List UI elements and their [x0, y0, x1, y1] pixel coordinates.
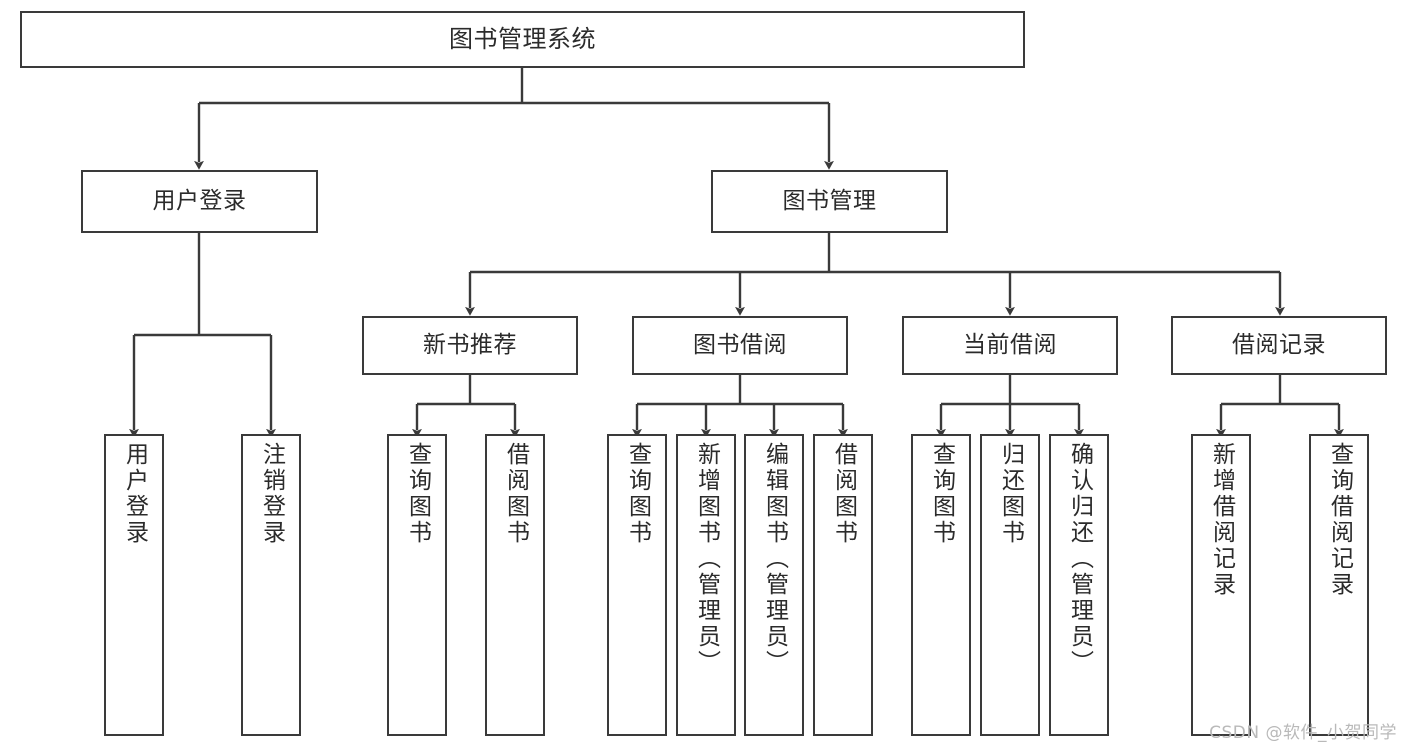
node-label: 借阅图书 — [502, 442, 529, 546]
node-root-book-management-system[interactable]: 图书管理系统 — [20, 11, 1025, 68]
node-label: 当前借阅 — [963, 331, 1057, 358]
node-label: 新增图书（管理员） — [693, 442, 720, 676]
node-label: 查询借阅记录 — [1326, 442, 1353, 598]
node-label: 查询图书 — [404, 442, 431, 546]
node-leaf-query-book-recommend[interactable]: 查询图书 — [387, 434, 447, 736]
node-leaf-confirm-return-admin[interactable]: 确认归还（管理员） — [1049, 434, 1109, 736]
node-leaf-logout-login[interactable]: 注销登录 — [241, 434, 301, 736]
node-leaf-borrow-book-borrow[interactable]: 借阅图书 — [813, 434, 873, 736]
node-leaf-query-book-borrow[interactable]: 查询图书 — [607, 434, 667, 736]
node-label: 图书借阅 — [693, 331, 787, 358]
node-label: 注销登录 — [258, 442, 285, 546]
node-new-book-recommend[interactable]: 新书推荐 — [362, 316, 578, 375]
node-label: 图书管理 — [782, 187, 877, 214]
node-label: 借阅图书 — [830, 442, 857, 546]
node-leaf-user-login[interactable]: 用户登录 — [104, 434, 164, 736]
node-leaf-add-book-admin[interactable]: 新增图书（管理员） — [676, 434, 736, 736]
node-label: 查询图书 — [624, 442, 651, 546]
node-label: 归还图书 — [997, 442, 1024, 546]
node-label: 查询图书 — [928, 442, 955, 546]
node-label: 编辑图书（管理员） — [761, 442, 788, 676]
node-leaf-borrow-book-recommend[interactable]: 借阅图书 — [485, 434, 545, 736]
node-current-borrow[interactable]: 当前借阅 — [902, 316, 1118, 375]
node-leaf-query-book-current[interactable]: 查询图书 — [911, 434, 971, 736]
node-label: 借阅记录 — [1232, 331, 1326, 358]
node-book-management[interactable]: 图书管理 — [711, 170, 948, 233]
node-book-borrow[interactable]: 图书借阅 — [632, 316, 848, 375]
node-label: 用户登录 — [152, 187, 247, 214]
node-label: 新增借阅记录 — [1208, 442, 1235, 598]
node-leaf-return-book[interactable]: 归还图书 — [980, 434, 1040, 736]
node-user-login[interactable]: 用户登录 — [81, 170, 318, 233]
csdn-watermark: CSDN @软件_小贺同学 — [1209, 723, 1397, 743]
node-leaf-add-borrow-record[interactable]: 新增借阅记录 — [1191, 434, 1251, 736]
node-leaf-query-borrow-record[interactable]: 查询借阅记录 — [1309, 434, 1369, 736]
node-label: 用户登录 — [121, 442, 148, 546]
node-label: 图书管理系统 — [449, 25, 596, 54]
node-borrow-record[interactable]: 借阅记录 — [1171, 316, 1387, 375]
node-leaf-edit-book-admin[interactable]: 编辑图书（管理员） — [744, 434, 804, 736]
node-label: 确认归还（管理员） — [1066, 442, 1093, 676]
node-label: 新书推荐 — [423, 331, 517, 358]
